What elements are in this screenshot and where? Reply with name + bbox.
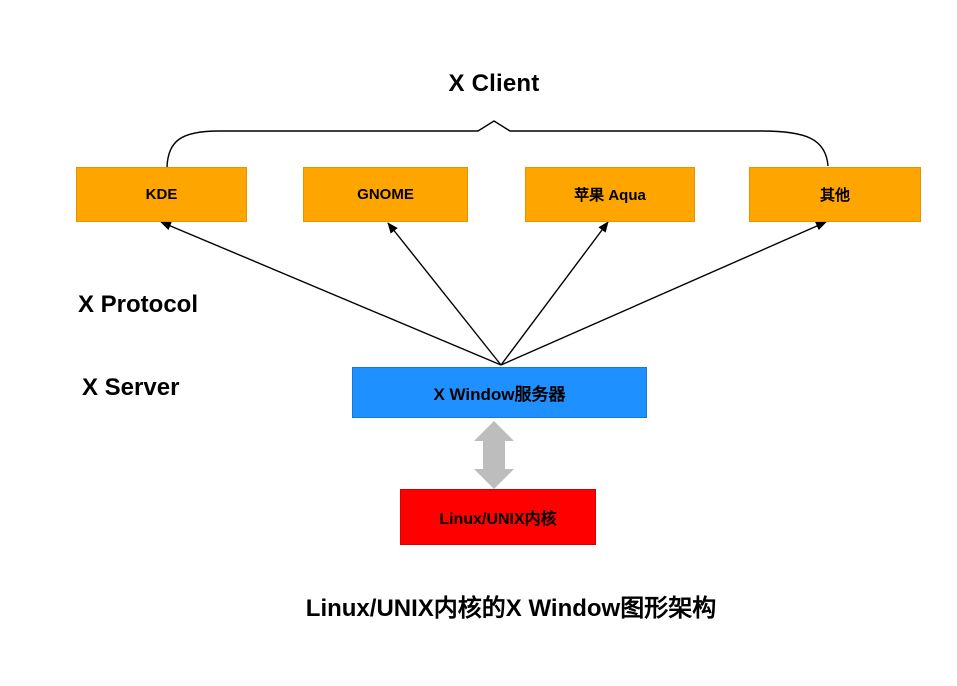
x-protocol-label: X Protocol — [78, 291, 199, 318]
linux-unix-kernel-box: Linux/UNIX内核 — [400, 489, 596, 545]
x-server-label: X Server — [82, 374, 180, 401]
client-box-kde-label: KDE — [145, 186, 178, 203]
linux-unix-kernel-box-label: Linux/UNIX内核 — [439, 511, 557, 528]
kernel-link-double-arrow-icon — [474, 421, 514, 489]
client-box-gnome: GNOME — [303, 167, 468, 222]
client-brace — [166, 120, 829, 168]
protocol-arrow-aqua — [500, 221, 609, 366]
client-box-kde: KDE — [76, 167, 247, 222]
protocol-arrow-kde — [160, 221, 502, 366]
protocol-arrow-other — [500, 221, 827, 366]
x-client-title: X Client — [448, 70, 540, 97]
client-box-apple-aqua-label: 苹果 Aqua — [574, 187, 646, 204]
client-box-gnome-label: GNOME — [357, 186, 414, 203]
x-window-server-box-label: X Window服务器 — [433, 385, 566, 404]
diagram-caption: Linux/UNIX内核的X Window图形架构 — [305, 595, 717, 622]
client-box-apple-aqua: 苹果 Aqua — [525, 167, 695, 222]
client-box-other-label: 其他 — [819, 187, 850, 204]
x-window-server-box: X Window服务器 — [352, 367, 647, 418]
protocol-arrow-gnome — [387, 222, 502, 366]
client-box-other: 其他 — [749, 167, 921, 222]
